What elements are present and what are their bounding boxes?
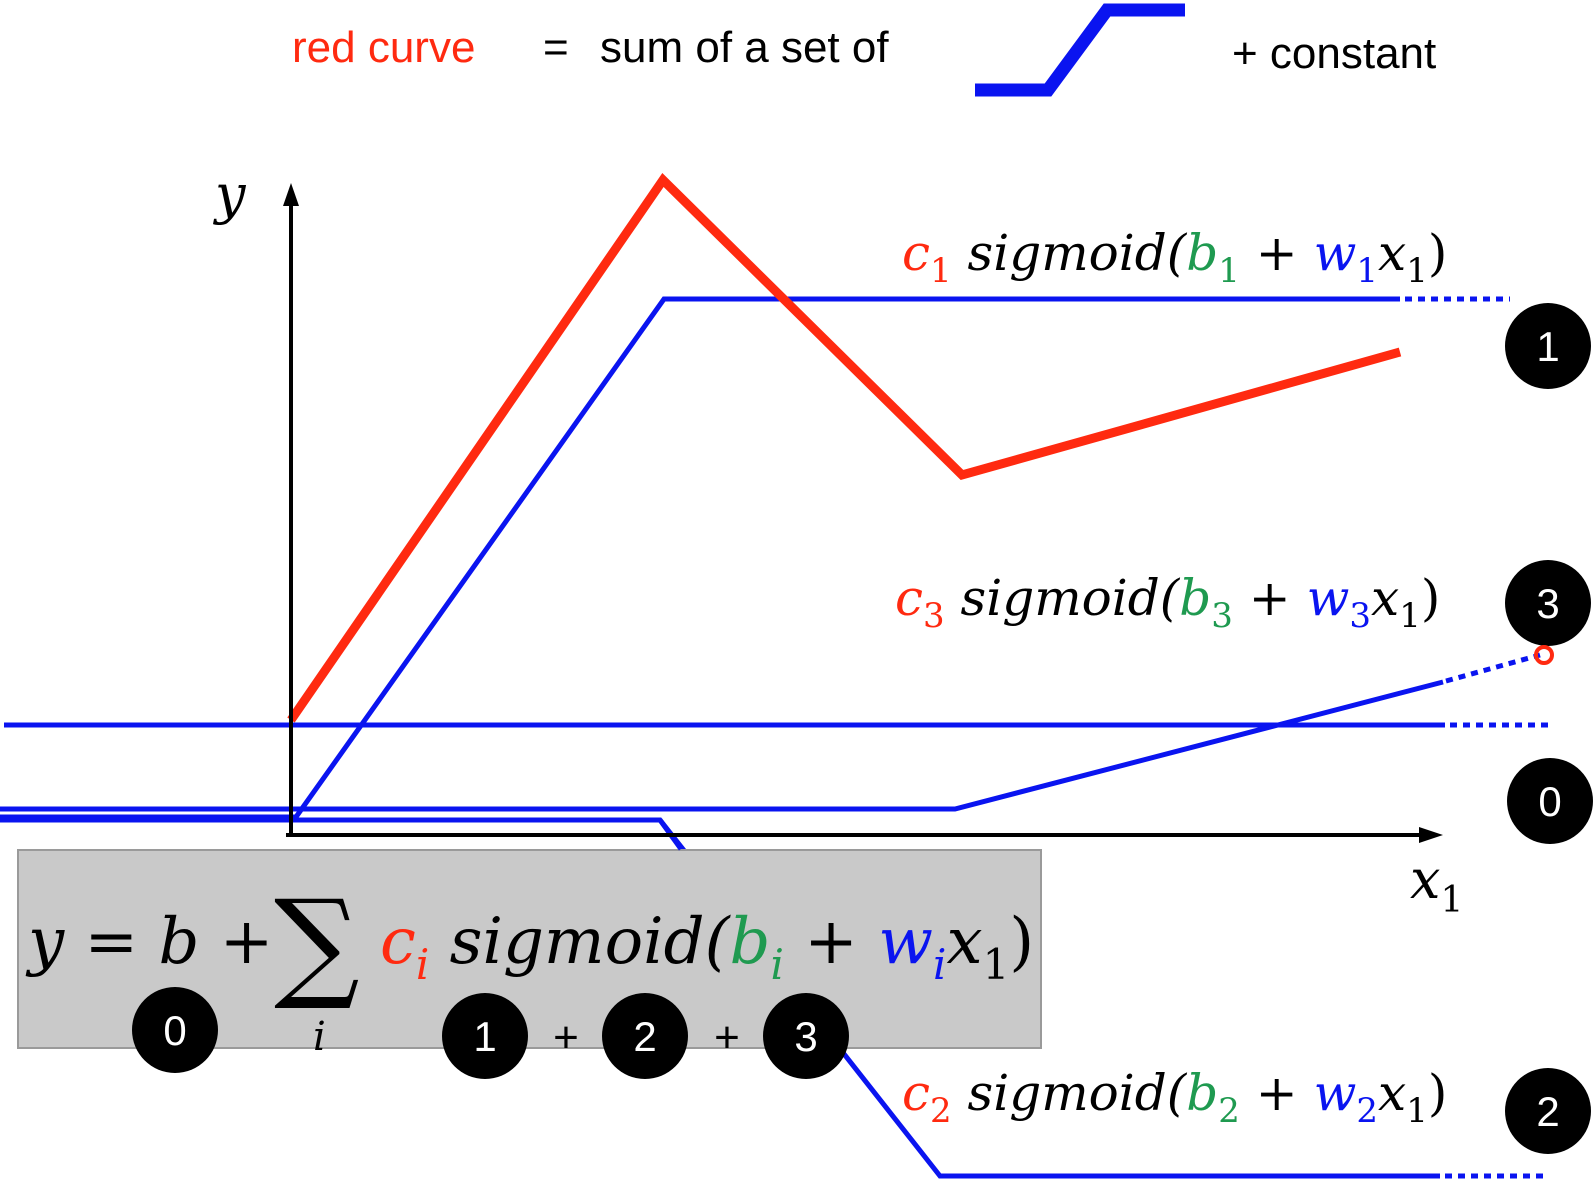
sigmoid-label-3: c3 sigmoid(b3 + w3x1) [895, 569, 1440, 636]
formula-badge-1: 1 [442, 993, 528, 1079]
badge-circle [442, 993, 528, 1079]
badge-circle [1507, 758, 1593, 844]
summation-index: i [313, 1014, 326, 1060]
badge-number: 2 [1536, 1088, 1559, 1135]
badge-number: 1 [473, 1013, 496, 1060]
badge-circle [132, 987, 218, 1073]
formula-badge-0: 0 [132, 987, 218, 1073]
badge-2: 2 [1505, 1068, 1591, 1154]
curve-3-continuation [1445, 652, 1541, 684]
badge-number: 3 [1536, 580, 1559, 627]
formula-lhs: y = b + [25, 905, 273, 979]
badge-number: 1 [1536, 323, 1559, 370]
formula-badge-3: 3 [763, 993, 849, 1079]
formula-rhs: ci sigmoid(bi + wix1) [380, 905, 1034, 989]
sum-text: sum of a set of [600, 23, 889, 72]
badge-circle [763, 993, 849, 1079]
y-axis-label: y [213, 163, 247, 226]
badge-0: 0 [1507, 758, 1593, 844]
x-axis-arrowhead [1419, 827, 1443, 843]
formula: y = b + ∑ i ci sigmoid(bi + wix1) [25, 875, 1034, 1060]
badge-number: 2 [633, 1013, 656, 1060]
formula-plus-2: + [714, 1013, 740, 1062]
badge-number: 3 [794, 1013, 817, 1060]
formula-plus-1: + [553, 1013, 579, 1062]
badge-1: 1 [1505, 303, 1591, 389]
badge-circle [602, 993, 688, 1079]
badge-number: 0 [163, 1007, 186, 1054]
badge-circle [1505, 1068, 1591, 1154]
hard-sigmoid-icon [975, 3, 1185, 97]
axes: y x1 [213, 163, 1463, 921]
pointer-marker [1534, 645, 1554, 665]
y-axis-arrowhead [283, 183, 299, 206]
sigmoid-curve-3 [0, 679, 1444, 812]
red-curve-label: red curve [292, 23, 475, 72]
badge-3: 3 [1505, 560, 1591, 646]
badge-number: 0 [1538, 778, 1561, 825]
equals-sign: = [543, 23, 569, 72]
x-axis-label: x1 [1410, 848, 1463, 921]
badge-circle [1505, 560, 1591, 646]
summation-symbol: ∑ [274, 875, 360, 1014]
sigmoid-label-2: c2 sigmoid(b2 + w2x1) [902, 1064, 1447, 1131]
sigmoid-label-1: c1 sigmoid(b1 + w1x1) [902, 224, 1447, 291]
red-curve [287, 173, 1402, 723]
header: red curve = sum of a set of + constant [292, 3, 1436, 97]
badge-circle [1505, 303, 1591, 389]
formula-badge-2: 2 [602, 993, 688, 1079]
plus-constant-text: + constant [1232, 29, 1436, 78]
sigmoid-curve-1 [0, 296, 1400, 820]
